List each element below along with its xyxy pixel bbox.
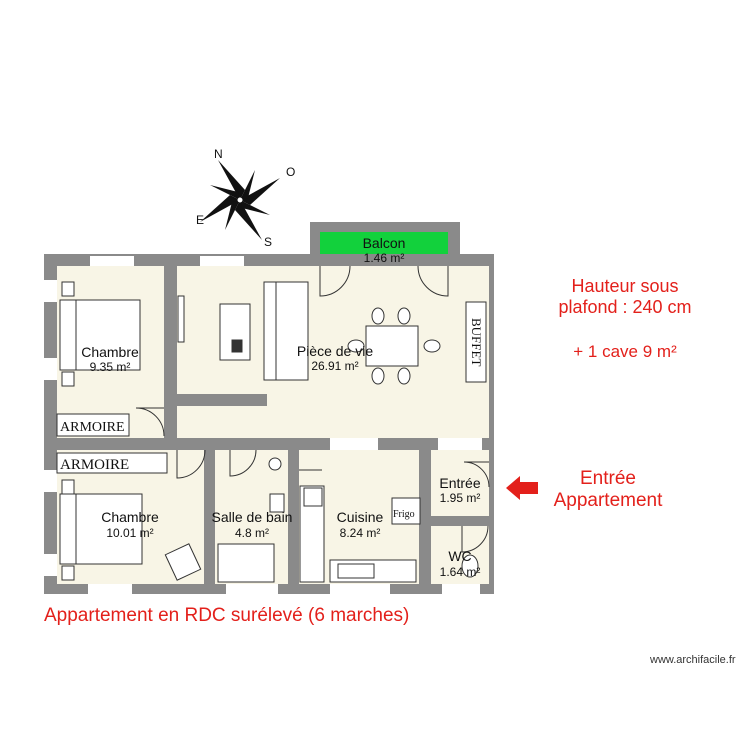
room-balcon-name: Balcon bbox=[363, 235, 406, 251]
room-chambre1-name: Chambre bbox=[81, 344, 139, 360]
room-chambre1-area: 9.35 m² bbox=[90, 360, 131, 374]
compass-o: O bbox=[286, 165, 295, 179]
room-balcon-area: 1.46 m² bbox=[364, 251, 405, 265]
floor-wc bbox=[431, 526, 489, 584]
armoire-label-2: ARMOIRE bbox=[60, 457, 129, 473]
footer-title: Appartement en RDC surélevé (6 marches) bbox=[44, 605, 410, 626]
room-chambre2-area: 10.01 m² bbox=[106, 526, 153, 540]
compass-n: N bbox=[214, 147, 223, 161]
watermark-link[interactable]: www.archifacile.fr bbox=[650, 654, 736, 666]
windows bbox=[44, 256, 482, 594]
doors bbox=[135, 265, 490, 553]
room-labels: Balcon 1.46 m² Chambre 9.35 m² Pièce de … bbox=[81, 235, 481, 579]
entry-arrow-icon bbox=[506, 476, 538, 500]
furniture bbox=[56, 281, 487, 583]
compass-e: E bbox=[196, 213, 204, 227]
compass-rose: N O S E bbox=[196, 147, 295, 249]
entry-label: Entrée Appartement bbox=[528, 468, 688, 512]
room-wc-name: WC bbox=[448, 548, 471, 564]
armoire-label-1: ARMOIRE bbox=[60, 420, 125, 435]
buffet-label: BUFFET bbox=[469, 318, 484, 366]
entry-label-line2: Appartement bbox=[553, 490, 663, 511]
room-chambre2-name: Chambre bbox=[101, 509, 159, 525]
room-salle-de-bain-name: Salle de bain bbox=[212, 509, 293, 525]
cave-note: + 1 cave 9 m² bbox=[573, 342, 677, 361]
floor-entree bbox=[431, 450, 489, 516]
room-entree-name: Entrée bbox=[439, 475, 480, 491]
entry-label-line1: Entrée bbox=[580, 468, 636, 489]
frigo-label: Frigo bbox=[393, 509, 415, 520]
ceiling-height-note: Hauteur sous plafond : 240 cm bbox=[520, 276, 730, 318]
ceiling-height-line1: Hauteur sous bbox=[571, 276, 679, 296]
room-cuisine-area: 8.24 m² bbox=[340, 526, 381, 540]
room-piece-de-vie-name: Pièce de vie bbox=[297, 343, 373, 359]
ceiling-height-line2: plafond : 240 cm bbox=[558, 297, 692, 317]
room-wc-area: 1.64 m² bbox=[440, 565, 481, 579]
compass-s: S bbox=[264, 235, 272, 249]
room-cuisine-name: Cuisine bbox=[337, 509, 384, 525]
room-salle-de-bain-area: 4.8 m² bbox=[235, 526, 269, 540]
room-entree-area: 1.95 m² bbox=[440, 491, 481, 505]
room-piece-de-vie-area: 26.91 m² bbox=[311, 359, 358, 373]
